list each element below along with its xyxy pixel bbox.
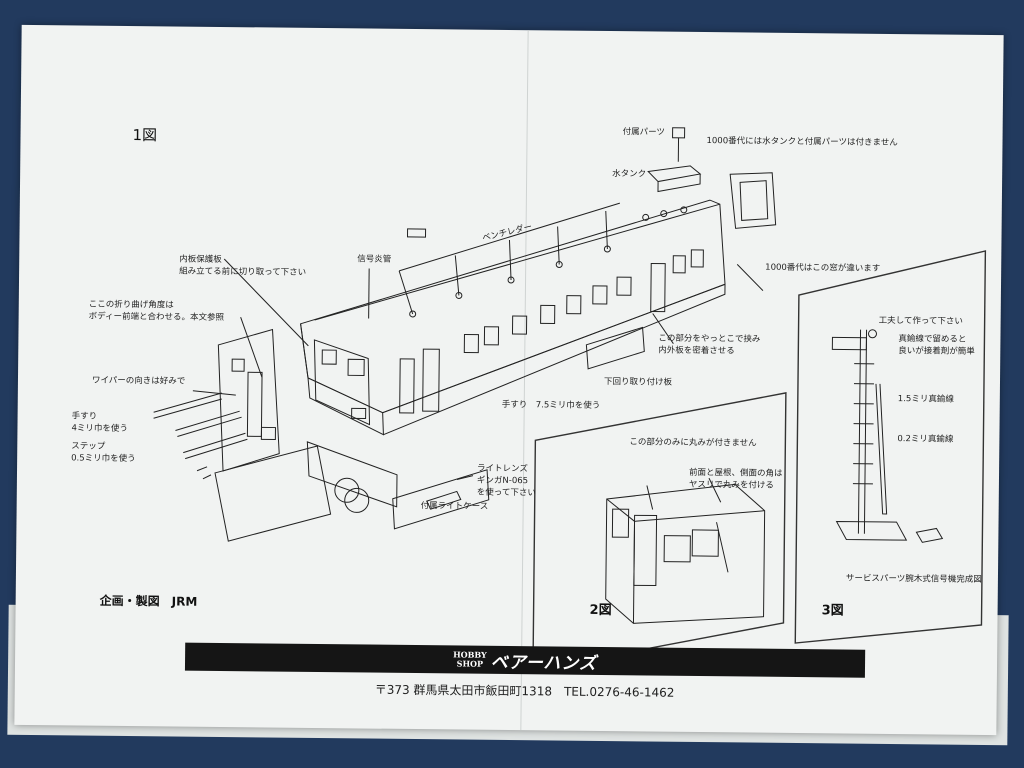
line-drawings xyxy=(153,127,987,672)
label-step2: 0.5ミリ巾を使う xyxy=(71,453,136,465)
label-lens3: を使って下さい xyxy=(476,487,536,499)
shop-mark: HOBBY SHOP xyxy=(453,649,487,669)
label-brass1: 真鍮線で留めると xyxy=(898,334,967,345)
label-lens2: ギンガN-065 xyxy=(476,475,529,487)
shop-name: ベアーハンズ xyxy=(490,652,598,674)
label-work: 工夫して作って下さい xyxy=(878,315,964,327)
label-w15: 1.5ミリ真鍮線 xyxy=(897,394,954,405)
fig2-drawing xyxy=(532,392,787,672)
label-case: 付属ライトケース xyxy=(420,501,489,512)
label-protect2: 組み立てる前に切り取って下さい xyxy=(179,266,307,278)
label-note1000: 1000番代には水タンクと付属パーツは付きません xyxy=(706,136,898,149)
label-file1: 前面と屋根、側面の角は xyxy=(688,467,783,479)
label-clamp2: 内外板を密着させる xyxy=(658,345,735,357)
instruction-sheet: 1図 2図 3図 付属パーツ 1000番代には水タンクと付属パーツは付きません … xyxy=(14,24,1004,736)
label-hand1b: 4ミリ巾を使う xyxy=(71,423,128,435)
label-protect1: 内板保護板 xyxy=(179,254,222,265)
label-brass2: 良いが接着剤が簡単 xyxy=(898,346,975,357)
shop-mark-line2: SHOP xyxy=(456,658,484,669)
label-step1: ステップ xyxy=(71,441,106,452)
label-window1000: 1000番代はこの窓が違います xyxy=(765,262,881,274)
shop-address: 〒373 群馬県太田市飯田町1318 TEL.0276-46-1462 xyxy=(374,682,675,700)
label-hand2: 手すり 7.5ミリ巾を使う xyxy=(501,399,601,411)
maker-credit: 企画・製図 JRM xyxy=(99,593,198,609)
label-accessory: 付属パーツ xyxy=(622,127,665,138)
fig3-title: 3図 xyxy=(821,603,844,619)
label-hand1a: 手すり xyxy=(71,411,98,422)
fig3-drawing xyxy=(794,250,987,644)
fig1-title: 1図 xyxy=(132,126,158,145)
label-tank: 水タンク xyxy=(612,169,647,180)
car-body-drawing xyxy=(153,127,777,542)
label-w02: 0.2ミリ真鍮線 xyxy=(897,434,954,445)
label-under: 下回り取り付け板 xyxy=(603,376,673,388)
label-signal: 信号炎管 xyxy=(357,254,392,265)
label-bend1: ここの折り曲げ角度は xyxy=(88,299,174,311)
label-bend2: ボディー前端と合わせる。本文参照 xyxy=(88,311,225,324)
label-clamp1: この部分をやっとこで挟み xyxy=(658,333,761,345)
fig2-title: 2図 xyxy=(589,602,612,619)
label-lens1: ライトレンズ xyxy=(477,463,528,475)
label-round: この部分のみに丸みが付きません xyxy=(629,437,757,449)
label-service: サービスパーツ腕木式信号機完成図 xyxy=(845,573,982,585)
label-file2: ヤスリで丸みを付ける xyxy=(688,479,774,491)
label-wiper: ワイパーの向きは好みで xyxy=(91,375,186,387)
